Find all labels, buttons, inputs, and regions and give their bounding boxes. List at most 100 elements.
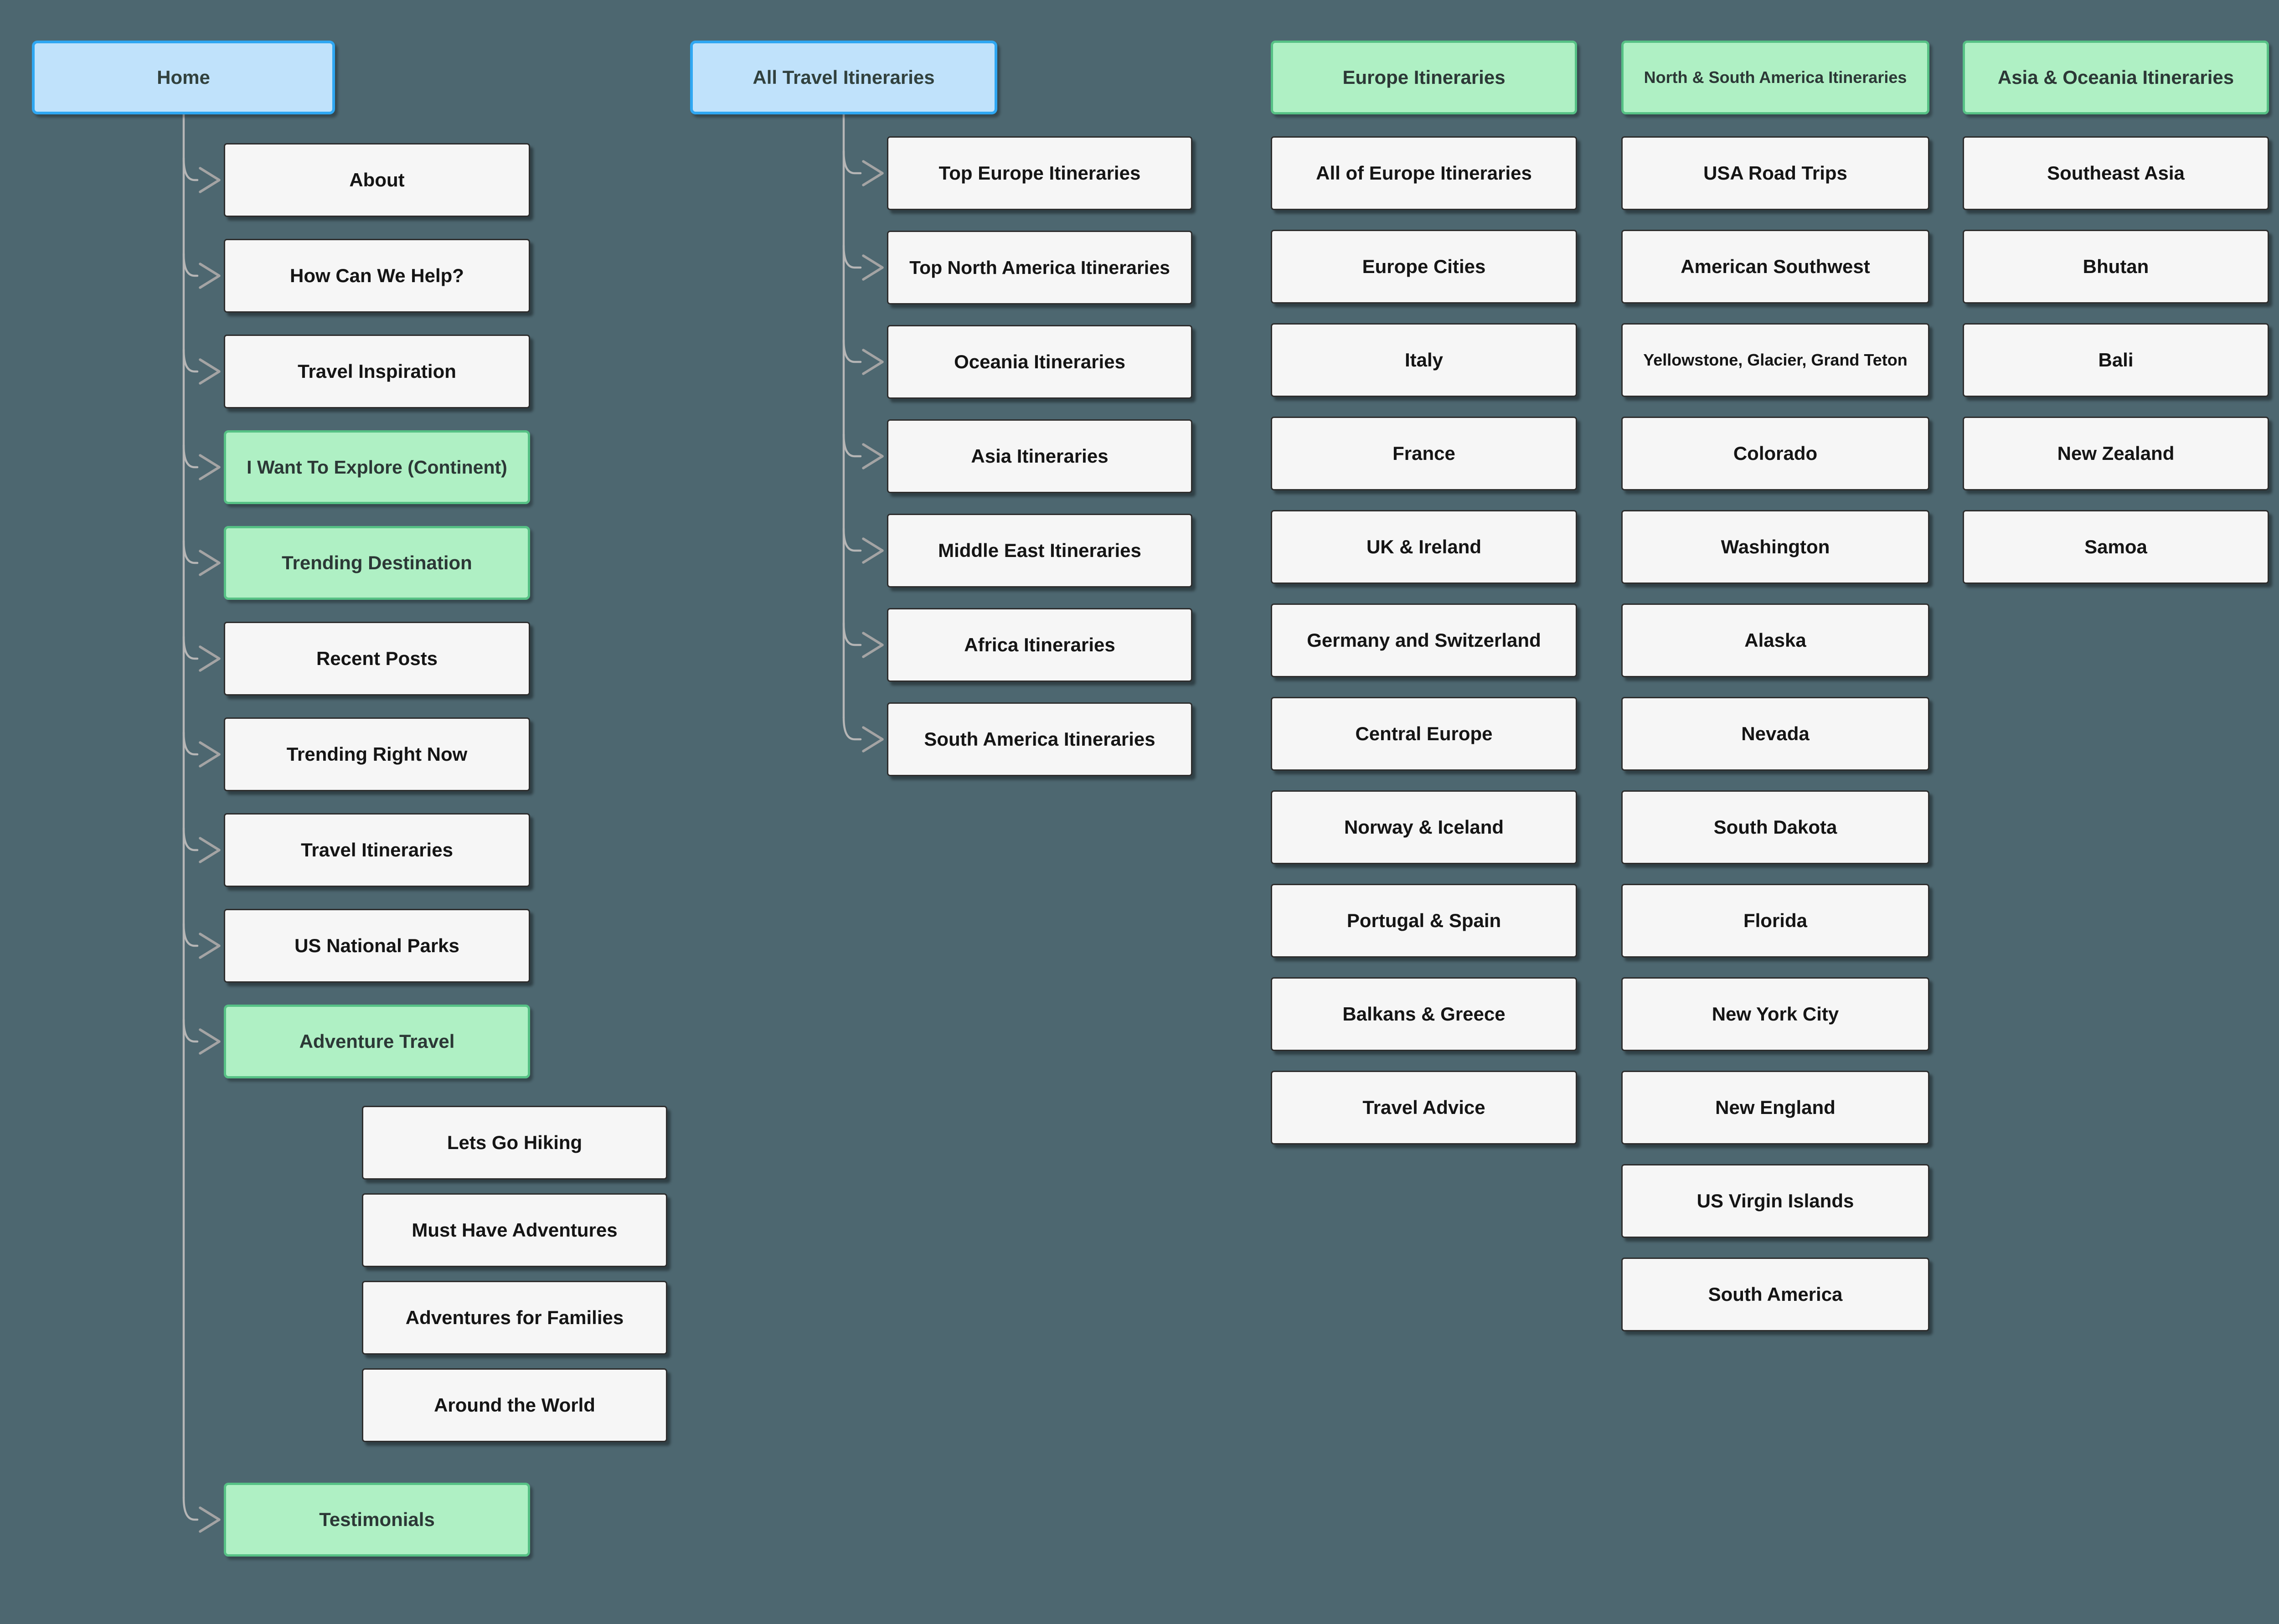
arrow-icon bbox=[862, 254, 884, 281]
node-label: US National Parks bbox=[294, 935, 459, 956]
node-testimonials[interactable]: Testimonials bbox=[224, 1483, 530, 1557]
node-adventures-for-families[interactable]: Adventures for Families bbox=[362, 1281, 667, 1355]
node-yellowstone-glacier-grand-teton[interactable]: Yellowstone, Glacier, Grand Teton bbox=[1621, 323, 1929, 397]
node-washington[interactable]: Washington bbox=[1621, 510, 1929, 584]
branch-line bbox=[842, 433, 862, 458]
arrow-icon bbox=[199, 741, 221, 768]
node-label: Samoa bbox=[2084, 536, 2147, 557]
node-label: US Virgin Islands bbox=[1696, 1190, 1854, 1212]
node-american-southwest[interactable]: American Southwest bbox=[1621, 230, 1929, 304]
branch-line bbox=[182, 540, 199, 564]
node-label: Balkans & Greece bbox=[1342, 1003, 1506, 1025]
node-label: USA Road Trips bbox=[1703, 162, 1847, 184]
node-home[interactable]: Home bbox=[32, 41, 335, 114]
branch-line bbox=[182, 731, 199, 756]
node-south-america-itineraries[interactable]: South America Itineraries bbox=[887, 702, 1192, 776]
node-must-have-adventures[interactable]: Must Have Adventures bbox=[362, 1193, 667, 1267]
node-southeast-asia[interactable]: Southeast Asia bbox=[1963, 136, 2269, 210]
arrow-icon bbox=[199, 933, 221, 959]
node-label: Bali bbox=[2098, 349, 2134, 371]
node-south-america[interactable]: South America bbox=[1621, 1258, 1929, 1331]
node-us-virgin-islands[interactable]: US Virgin Islands bbox=[1621, 1164, 1929, 1238]
node-label: Adventures for Families bbox=[405, 1307, 624, 1328]
node-travel-advice[interactable]: Travel Advice bbox=[1271, 1071, 1577, 1145]
node-label: Germany and Switzerland bbox=[1307, 629, 1541, 651]
node-europe-cities[interactable]: Europe Cities bbox=[1271, 230, 1577, 304]
node-label: North & South America Itineraries bbox=[1644, 68, 1907, 87]
arrow-icon bbox=[862, 632, 884, 658]
node-nevada[interactable]: Nevada bbox=[1621, 697, 1929, 771]
node-top-europe-itineraries[interactable]: Top Europe Itineraries bbox=[887, 136, 1192, 210]
node-how-can-we-help[interactable]: How Can We Help? bbox=[224, 239, 530, 313]
node-norway-iceland[interactable]: Norway & Iceland bbox=[1271, 790, 1577, 864]
node-label: How Can We Help? bbox=[290, 265, 464, 286]
node-new-zealand[interactable]: New Zealand bbox=[1963, 417, 2269, 490]
node-central-europe[interactable]: Central Europe bbox=[1271, 697, 1577, 771]
node-top-north-america-itineraries[interactable]: Top North America Itineraries bbox=[887, 231, 1192, 304]
node-uk-ireland[interactable]: UK & Ireland bbox=[1271, 510, 1577, 584]
node-adventure-travel[interactable]: Adventure Travel bbox=[224, 1005, 530, 1078]
node-label: Asia Itineraries bbox=[971, 445, 1109, 467]
arrow-icon bbox=[199, 263, 221, 289]
node-oceania-itineraries[interactable]: Oceania Itineraries bbox=[887, 325, 1192, 399]
node-travel-itineraries[interactable]: Travel Itineraries bbox=[224, 813, 530, 887]
node-balkans-greece[interactable]: Balkans & Greece bbox=[1271, 977, 1577, 1051]
node-middle-east-itineraries[interactable]: Middle East Itineraries bbox=[887, 514, 1192, 588]
node-north-south-america-itineraries[interactable]: North & South America Itineraries bbox=[1621, 41, 1929, 114]
branch-line bbox=[182, 827, 199, 851]
node-asia-oceania-itineraries[interactable]: Asia & Oceania Itineraries bbox=[1963, 41, 2269, 114]
node-bhutan[interactable]: Bhutan bbox=[1963, 230, 2269, 304]
node-europe-itineraries[interactable]: Europe Itineraries bbox=[1271, 41, 1577, 114]
node-i-want-to-explore-continent[interactable]: I Want To Explore (Continent) bbox=[224, 430, 530, 504]
node-label: Travel Inspiration bbox=[298, 361, 456, 382]
node-usa-road-trips[interactable]: USA Road Trips bbox=[1621, 136, 1929, 210]
node-africa-itineraries[interactable]: Africa Itineraries bbox=[887, 608, 1192, 682]
node-label: I Want To Explore (Continent) bbox=[247, 456, 507, 478]
node-about[interactable]: About bbox=[224, 143, 530, 217]
node-label: Around the World bbox=[434, 1394, 595, 1416]
arrow-icon bbox=[862, 160, 884, 186]
node-portugal-spain[interactable]: Portugal & Spain bbox=[1271, 884, 1577, 958]
node-label: Top Europe Itineraries bbox=[938, 162, 1141, 184]
branch-line bbox=[182, 253, 199, 277]
node-new-york-city[interactable]: New York City bbox=[1621, 977, 1929, 1051]
node-label: New Zealand bbox=[2057, 443, 2175, 464]
node-travel-inspiration[interactable]: Travel Inspiration bbox=[224, 335, 530, 408]
arrow-icon bbox=[199, 1506, 221, 1533]
node-south-dakota[interactable]: South Dakota bbox=[1621, 790, 1929, 864]
node-all-of-europe-itineraries[interactable]: All of Europe Itineraries bbox=[1271, 136, 1577, 210]
node-us-national-parks[interactable]: US National Parks bbox=[224, 909, 530, 983]
arrow-icon bbox=[862, 443, 884, 469]
node-label: South America bbox=[1708, 1284, 1843, 1305]
node-germany-and-switzerland[interactable]: Germany and Switzerland bbox=[1271, 603, 1577, 677]
node-label: Europe Cities bbox=[1362, 256, 1486, 277]
node-samoa[interactable]: Samoa bbox=[1963, 510, 2269, 584]
branch-line bbox=[182, 1018, 199, 1043]
node-around-the-world[interactable]: Around the World bbox=[362, 1368, 667, 1442]
node-label: New York City bbox=[1712, 1003, 1839, 1025]
node-asia-itineraries[interactable]: Asia Itineraries bbox=[887, 419, 1192, 493]
node-label: New England bbox=[1715, 1097, 1836, 1118]
node-all-travel-itineraries[interactable]: All Travel Itineraries bbox=[690, 41, 997, 114]
node-label: Testimonials bbox=[319, 1509, 435, 1530]
node-new-england[interactable]: New England bbox=[1621, 1071, 1929, 1145]
node-alaska[interactable]: Alaska bbox=[1621, 603, 1929, 677]
node-label: Central Europe bbox=[1355, 723, 1493, 744]
node-trending-right-now[interactable]: Trending Right Now bbox=[224, 717, 530, 791]
node-florida[interactable]: Florida bbox=[1621, 884, 1929, 958]
branch-line bbox=[182, 923, 199, 947]
node-colorado[interactable]: Colorado bbox=[1621, 417, 1929, 490]
node-label: Italy bbox=[1404, 349, 1444, 371]
node-france[interactable]: France bbox=[1271, 417, 1577, 490]
node-label: Portugal & Spain bbox=[1346, 910, 1501, 931]
node-lets-go-hiking[interactable]: Lets Go Hiking bbox=[362, 1106, 667, 1180]
node-italy[interactable]: Italy bbox=[1271, 323, 1577, 397]
node-bali[interactable]: Bali bbox=[1963, 323, 2269, 397]
node-label: UK & Ireland bbox=[1366, 536, 1482, 557]
branch-line bbox=[842, 339, 862, 363]
node-recent-posts[interactable]: Recent Posts bbox=[224, 622, 530, 696]
branch-line bbox=[842, 150, 862, 175]
node-trending-destination[interactable]: Trending Destination bbox=[224, 526, 530, 600]
node-label: Southeast Asia bbox=[2047, 162, 2185, 184]
